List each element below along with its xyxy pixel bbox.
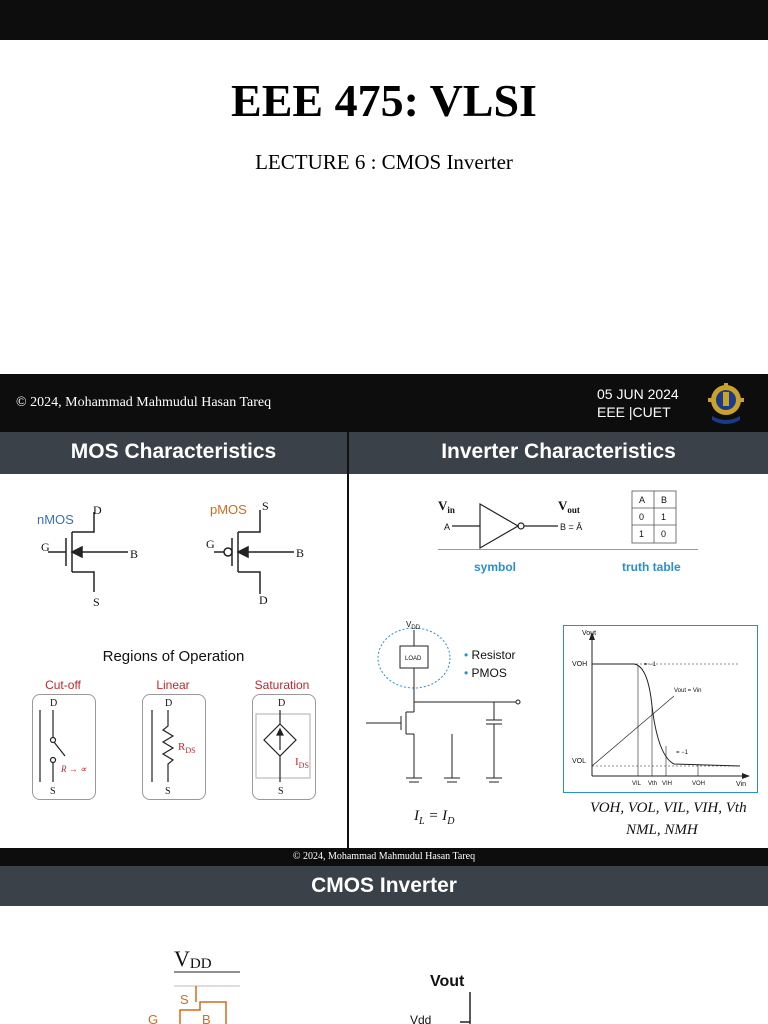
svg-text:VDD: VDD bbox=[406, 620, 421, 631]
cutoff-switch: D S R → ∝ bbox=[39, 698, 87, 797]
linear-resistor: D S RDS bbox=[151, 698, 196, 797]
pmos-d: D bbox=[259, 593, 268, 607]
svg-text:S: S bbox=[278, 786, 284, 797]
pmos-symbol: S G B D bbox=[206, 499, 304, 607]
region-cutoff-box bbox=[32, 694, 96, 800]
svg-text:Vout: Vout bbox=[430, 973, 465, 990]
region-cutoff-label: Cut-off bbox=[45, 678, 81, 692]
vtc-graph: Vout VOH VOL Vin = −1 = −1 Vout = Vin VI… bbox=[572, 630, 750, 788]
cmos-inverter-circuit: VDD S G B bbox=[148, 946, 240, 1024]
pmos-b: B bbox=[296, 546, 304, 560]
cmos-section-header: CMOS Inverter bbox=[0, 866, 768, 906]
cuet-logo bbox=[708, 383, 744, 424]
svg-text:B: B bbox=[661, 495, 667, 505]
title-footer bbox=[0, 374, 768, 432]
symbol-caption: symbol bbox=[474, 560, 517, 574]
nmos-label: nMOS bbox=[37, 512, 74, 527]
svg-text:VIL: VIL bbox=[632, 781, 642, 787]
svg-text:LOAD: LOAD bbox=[405, 656, 422, 662]
mos-section-header: MOS Characteristics bbox=[0, 432, 347, 474]
truth-table-caption: truth table bbox=[622, 560, 681, 574]
nmos-g: G bbox=[41, 540, 50, 554]
svg-text:VIH: VIH bbox=[662, 781, 672, 787]
regions-title: Regions of Operation bbox=[102, 648, 245, 665]
svg-text:VOL: VOL bbox=[572, 758, 586, 765]
svg-text:S: S bbox=[50, 786, 56, 797]
load-option-pmos: • PMOS bbox=[464, 666, 507, 680]
svg-text:Vth: Vth bbox=[648, 781, 657, 787]
load-option-resistor: • Resistor bbox=[464, 648, 516, 662]
svg-text:VOH: VOH bbox=[572, 661, 587, 668]
svg-text:D: D bbox=[50, 698, 57, 709]
svg-text:B = Ā: B = Ā bbox=[560, 522, 582, 532]
svg-text:A: A bbox=[639, 495, 645, 505]
vtc-axis-sketch: Vout Vdd bbox=[410, 973, 471, 1024]
svg-text:A: A bbox=[444, 522, 450, 532]
svg-text:Vin: Vin bbox=[438, 498, 455, 515]
slide-footer: © 2024, Mohammad Mahmudul Hasan Tareq bbox=[0, 848, 768, 866]
svg-text:Vout = Vin: Vout = Vin bbox=[674, 688, 701, 694]
top-bar bbox=[0, 0, 768, 40]
nmos-b: B bbox=[130, 547, 138, 561]
noise-margins: NML, NMH bbox=[626, 822, 698, 838]
svg-text:S: S bbox=[165, 786, 171, 797]
saturation-source: D S IDS bbox=[255, 698, 311, 797]
title-slide bbox=[0, 40, 768, 374]
svg-text:0: 0 bbox=[639, 512, 644, 522]
department: EEE |CUET bbox=[597, 404, 671, 420]
vtc-graph-box bbox=[563, 625, 758, 793]
svg-text:= −1: = −1 bbox=[676, 750, 689, 756]
lecture-date: 05 JUN 2024 bbox=[597, 386, 679, 402]
truth-table: A B 0 1 1 0 bbox=[631, 490, 677, 544]
pmos-label: pMOS bbox=[210, 502, 247, 517]
current-equation: IL = ID bbox=[414, 808, 455, 827]
svg-text:VDD: VDD bbox=[174, 946, 212, 972]
copyright-text: © 2024, Mohammad Mahmudul Hasan Tareq bbox=[16, 395, 272, 410]
region-linear-box bbox=[142, 694, 206, 800]
panel-divider bbox=[347, 432, 349, 848]
nmos-symbol: D G B S bbox=[41, 503, 138, 608]
nmos-s: S bbox=[93, 595, 100, 608]
svg-text:R → ∝: R → ∝ bbox=[60, 764, 87, 774]
svg-text:D: D bbox=[165, 698, 172, 709]
region-linear-label: Linear bbox=[156, 678, 190, 692]
region-saturation-box bbox=[252, 694, 316, 800]
inverter-section-header: Inverter Characteristics bbox=[349, 432, 768, 474]
svg-text:RDS: RDS bbox=[178, 741, 196, 755]
svg-text:VOH: VOH bbox=[692, 781, 705, 787]
svg-text:IDS: IDS bbox=[295, 756, 309, 770]
svg-text:Vout: Vout bbox=[558, 498, 580, 515]
svg-text:G: G bbox=[148, 1012, 158, 1024]
svg-text:Vdd: Vdd bbox=[410, 1013, 431, 1024]
region-saturation-label: Saturation bbox=[254, 678, 310, 692]
svg-text:D: D bbox=[278, 698, 285, 709]
svg-text:S: S bbox=[180, 992, 189, 1007]
svg-text:B: B bbox=[202, 1012, 211, 1024]
svg-text:0: 0 bbox=[661, 529, 666, 539]
slide-title: EEE 475: VLSI bbox=[231, 75, 537, 126]
slide-subtitle: LECTURE 6 : CMOS Inverter bbox=[255, 150, 513, 174]
inverter-load-circuit: VDD LOAD bbox=[366, 620, 521, 783]
inverter-symbol: Vin Vout A B = Ā bbox=[438, 498, 582, 550]
svg-text:= −1: = −1 bbox=[644, 662, 657, 668]
svg-text:Vin: Vin bbox=[736, 781, 746, 788]
pmos-g: G bbox=[206, 537, 215, 551]
svg-text:1: 1 bbox=[639, 529, 644, 539]
nmos-d: D bbox=[93, 503, 102, 517]
symbol-underline bbox=[438, 549, 698, 550]
svg-text:1: 1 bbox=[661, 512, 666, 522]
pmos-s: S bbox=[262, 499, 269, 513]
svg-text:Vout: Vout bbox=[582, 630, 596, 637]
vtc-parameters: VOH, VOL, VIL, VIH, Vth bbox=[590, 800, 747, 816]
